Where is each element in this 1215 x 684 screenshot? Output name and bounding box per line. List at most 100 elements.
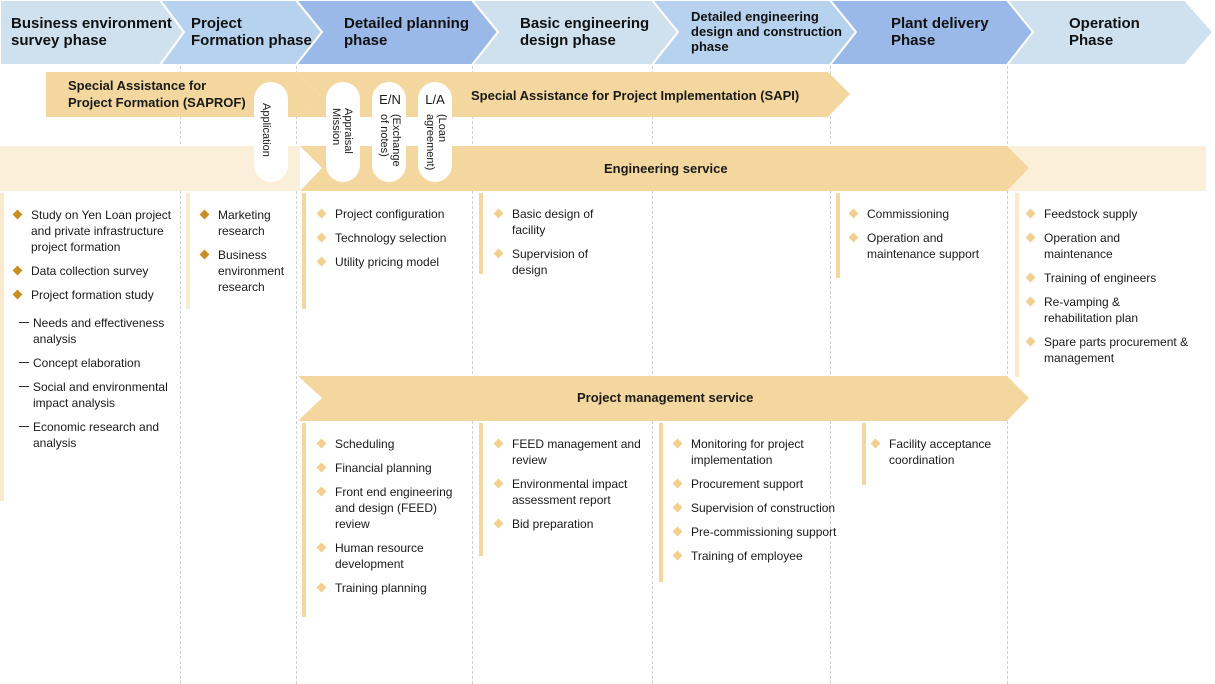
- list-item: Commissioning: [847, 206, 997, 222]
- list-item: Scheduling: [315, 436, 465, 452]
- dash-bullet-icon: [19, 426, 29, 427]
- diamond-bullet-icon: [12, 209, 23, 220]
- list-item: Basic design of facility: [492, 206, 622, 238]
- phase-label-survey: Business environment survey phase: [11, 15, 172, 49]
- list-item: Financial planning: [315, 460, 465, 476]
- engineering-service-label: Engineering service: [604, 161, 728, 176]
- diamond-bullet-icon: [316, 256, 327, 267]
- diamond-bullet-icon: [316, 438, 327, 449]
- column-accent-bar: [659, 423, 663, 582]
- milestone-en-abbr: E/N: [379, 92, 401, 107]
- column-divider: [830, 66, 831, 684]
- sapi-label: Special Assistance for Project Implement…: [471, 88, 800, 103]
- diamond-bullet-icon: [848, 232, 859, 243]
- list-subitem: Needs and effectiveness analysis: [11, 315, 176, 347]
- diamond-bullet-icon: [316, 232, 327, 243]
- phase-label-operation: Operation Phase: [1069, 15, 1140, 49]
- list-item: Re-vamping & rehabilitation plan: [1024, 294, 1189, 326]
- diamond-bullet-icon: [316, 582, 327, 593]
- diamond-bullet-icon: [199, 249, 210, 260]
- list-item: Technology selection: [315, 230, 470, 246]
- milestone-la-abbr: L/A: [425, 92, 445, 107]
- engineering-plant-delivery-column: Commissioning Operation and maintenance …: [847, 206, 997, 270]
- diamond-bullet-icon: [848, 208, 859, 219]
- dash-bullet-icon: [19, 386, 29, 387]
- list-item: Human resource development: [315, 540, 465, 572]
- engineering-band: [300, 146, 1029, 191]
- milestone-pill-en: [372, 82, 406, 182]
- column-divider: [180, 66, 181, 684]
- engineering-operation-column: Feedstock supply Operation and maintenan…: [1024, 206, 1189, 374]
- diamond-bullet-icon: [672, 478, 683, 489]
- diamond-bullet-icon: [672, 502, 683, 513]
- column-accent-bar: [186, 193, 190, 309]
- column-accent-bar: [479, 193, 483, 274]
- column-accent-bar: [836, 193, 840, 278]
- list-item: Procurement support: [671, 476, 851, 492]
- formation-column: Marketing research Business environment …: [198, 207, 298, 303]
- list-item: Operation and maintenance: [1024, 230, 1189, 262]
- diamond-bullet-icon: [1025, 336, 1036, 347]
- diamond-bullet-icon: [493, 478, 504, 489]
- dash-bullet-icon: [19, 322, 29, 323]
- milestone-application: Application: [260, 103, 272, 157]
- saprof-band: [46, 72, 320, 117]
- list-item: Facility acceptance coordination: [869, 436, 999, 468]
- phase-label-construction: Detailed engineering design and construc…: [691, 9, 842, 54]
- list-item: FEED management and review: [492, 436, 647, 468]
- diamond-bullet-icon: [493, 518, 504, 529]
- list-item: Training of engineers: [1024, 270, 1189, 286]
- diamond-bullet-icon: [870, 438, 881, 449]
- list-item: Training planning: [315, 580, 465, 596]
- diamond-bullet-icon: [672, 526, 683, 537]
- pm-detailed-planning-column: Scheduling Financial planning Front end …: [315, 436, 465, 604]
- phase-label-formation: Project Formation phase: [191, 15, 312, 49]
- diamond-bullet-icon: [1025, 272, 1036, 283]
- column-divider: [472, 66, 473, 684]
- phase-label-detailed-planning: Detailed planning phase: [344, 15, 470, 49]
- column-accent-bar: [302, 423, 306, 617]
- engineering-detailed-planning-column: Project configuration Technology selecti…: [315, 206, 470, 278]
- milestone-appraisal-mission: Appraisal Mission: [330, 108, 354, 154]
- engineering-basic-design-column: Basic design of facility Supervision of …: [492, 206, 622, 286]
- diamond-bullet-icon: [493, 248, 504, 259]
- project-management-band: [298, 376, 1029, 421]
- list-item: Spare parts procurement & management: [1024, 334, 1189, 366]
- list-item: Operation and maintenance support: [847, 230, 997, 262]
- column-accent-bar: [302, 193, 306, 309]
- column-accent-bar: [862, 423, 866, 485]
- column-divider: [652, 66, 653, 684]
- list-item: Project configuration: [315, 206, 470, 222]
- diamond-bullet-icon: [493, 438, 504, 449]
- saprof-label: Special Assistance for Project Formation…: [68, 78, 246, 110]
- diamond-bullet-icon: [12, 265, 23, 276]
- list-item: Supervision of design: [492, 246, 622, 278]
- column-divider: [296, 66, 297, 684]
- diamond-bullet-icon: [316, 208, 327, 219]
- column-accent-bar: [479, 423, 483, 556]
- list-item: Bid preparation: [492, 516, 647, 532]
- list-item: Business environment research: [198, 247, 298, 295]
- list-item: Environmental impact assessment report: [492, 476, 647, 508]
- phase-label-basic-engineering: Basic engineering design phase: [520, 15, 650, 49]
- column-divider: [1007, 66, 1008, 684]
- diamond-bullet-icon: [12, 289, 23, 300]
- list-item: Pre-commissioning support: [671, 524, 851, 540]
- diamond-bullet-icon: [1025, 232, 1036, 243]
- project-management-service-label: Project management service: [577, 390, 754, 405]
- engineering-band-pale: [1007, 146, 1206, 191]
- list-item: Monitoring for project implementation: [671, 436, 851, 468]
- diamond-bullet-icon: [316, 462, 327, 473]
- column-accent-bar: [1015, 193, 1019, 377]
- list-item: Supervision of construction: [671, 500, 851, 516]
- list-subitem: Social and environmental impact analysis: [11, 379, 176, 411]
- list-item: Data collection survey: [11, 263, 176, 279]
- milestone-la-full: (Loan agreement): [424, 114, 448, 171]
- list-subitem: Economic research and analysis: [11, 419, 176, 451]
- milestone-pill-la: [418, 82, 452, 182]
- phase-label-plant-delivery: Plant delivery Phase: [891, 15, 989, 49]
- diamond-bullet-icon: [493, 208, 504, 219]
- engineering-band-pale: [0, 146, 300, 191]
- list-item: Front end engineering and design (FEED) …: [315, 484, 465, 532]
